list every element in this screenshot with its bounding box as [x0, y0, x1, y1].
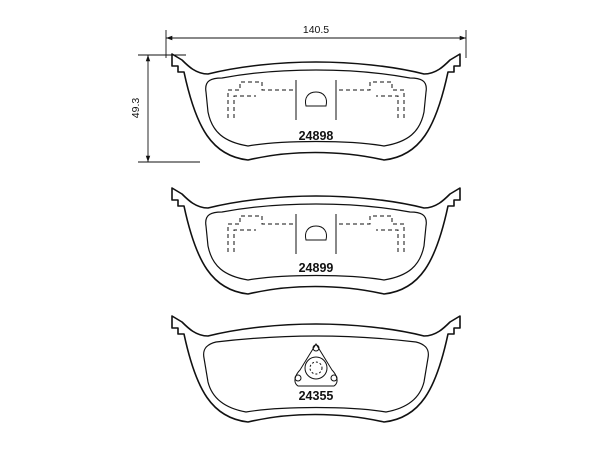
brake-pad-3: 24355: [171, 315, 461, 423]
backing-plate-outline: [171, 315, 461, 423]
backing-plate-outline: [171, 53, 461, 161]
part-number-2: 24899: [299, 261, 334, 275]
brake-pad-1: 24898: [171, 53, 461, 161]
wear-indicator-hidden-lines: [227, 80, 405, 120]
backing-plate-outline: [171, 187, 461, 295]
brake-pad-2: 24899: [171, 187, 461, 295]
height-label: 49.3: [130, 98, 142, 119]
wear-indicator-hidden-lines: [227, 214, 405, 254]
part-number-1: 24898: [299, 129, 334, 143]
friction-material-outline: [205, 69, 427, 147]
friction-material-outline: [203, 335, 429, 413]
friction-material-outline: [205, 203, 427, 281]
part-number-3: 24355: [299, 389, 334, 403]
center-slot-icon: [305, 91, 327, 107]
height-dimension: 49.3: [130, 54, 200, 163]
clip-icon: [294, 343, 338, 387]
width-label: 140.5: [303, 24, 329, 36]
center-slot-icon: [305, 225, 327, 241]
width-dimension: 140.5: [165, 24, 467, 58]
